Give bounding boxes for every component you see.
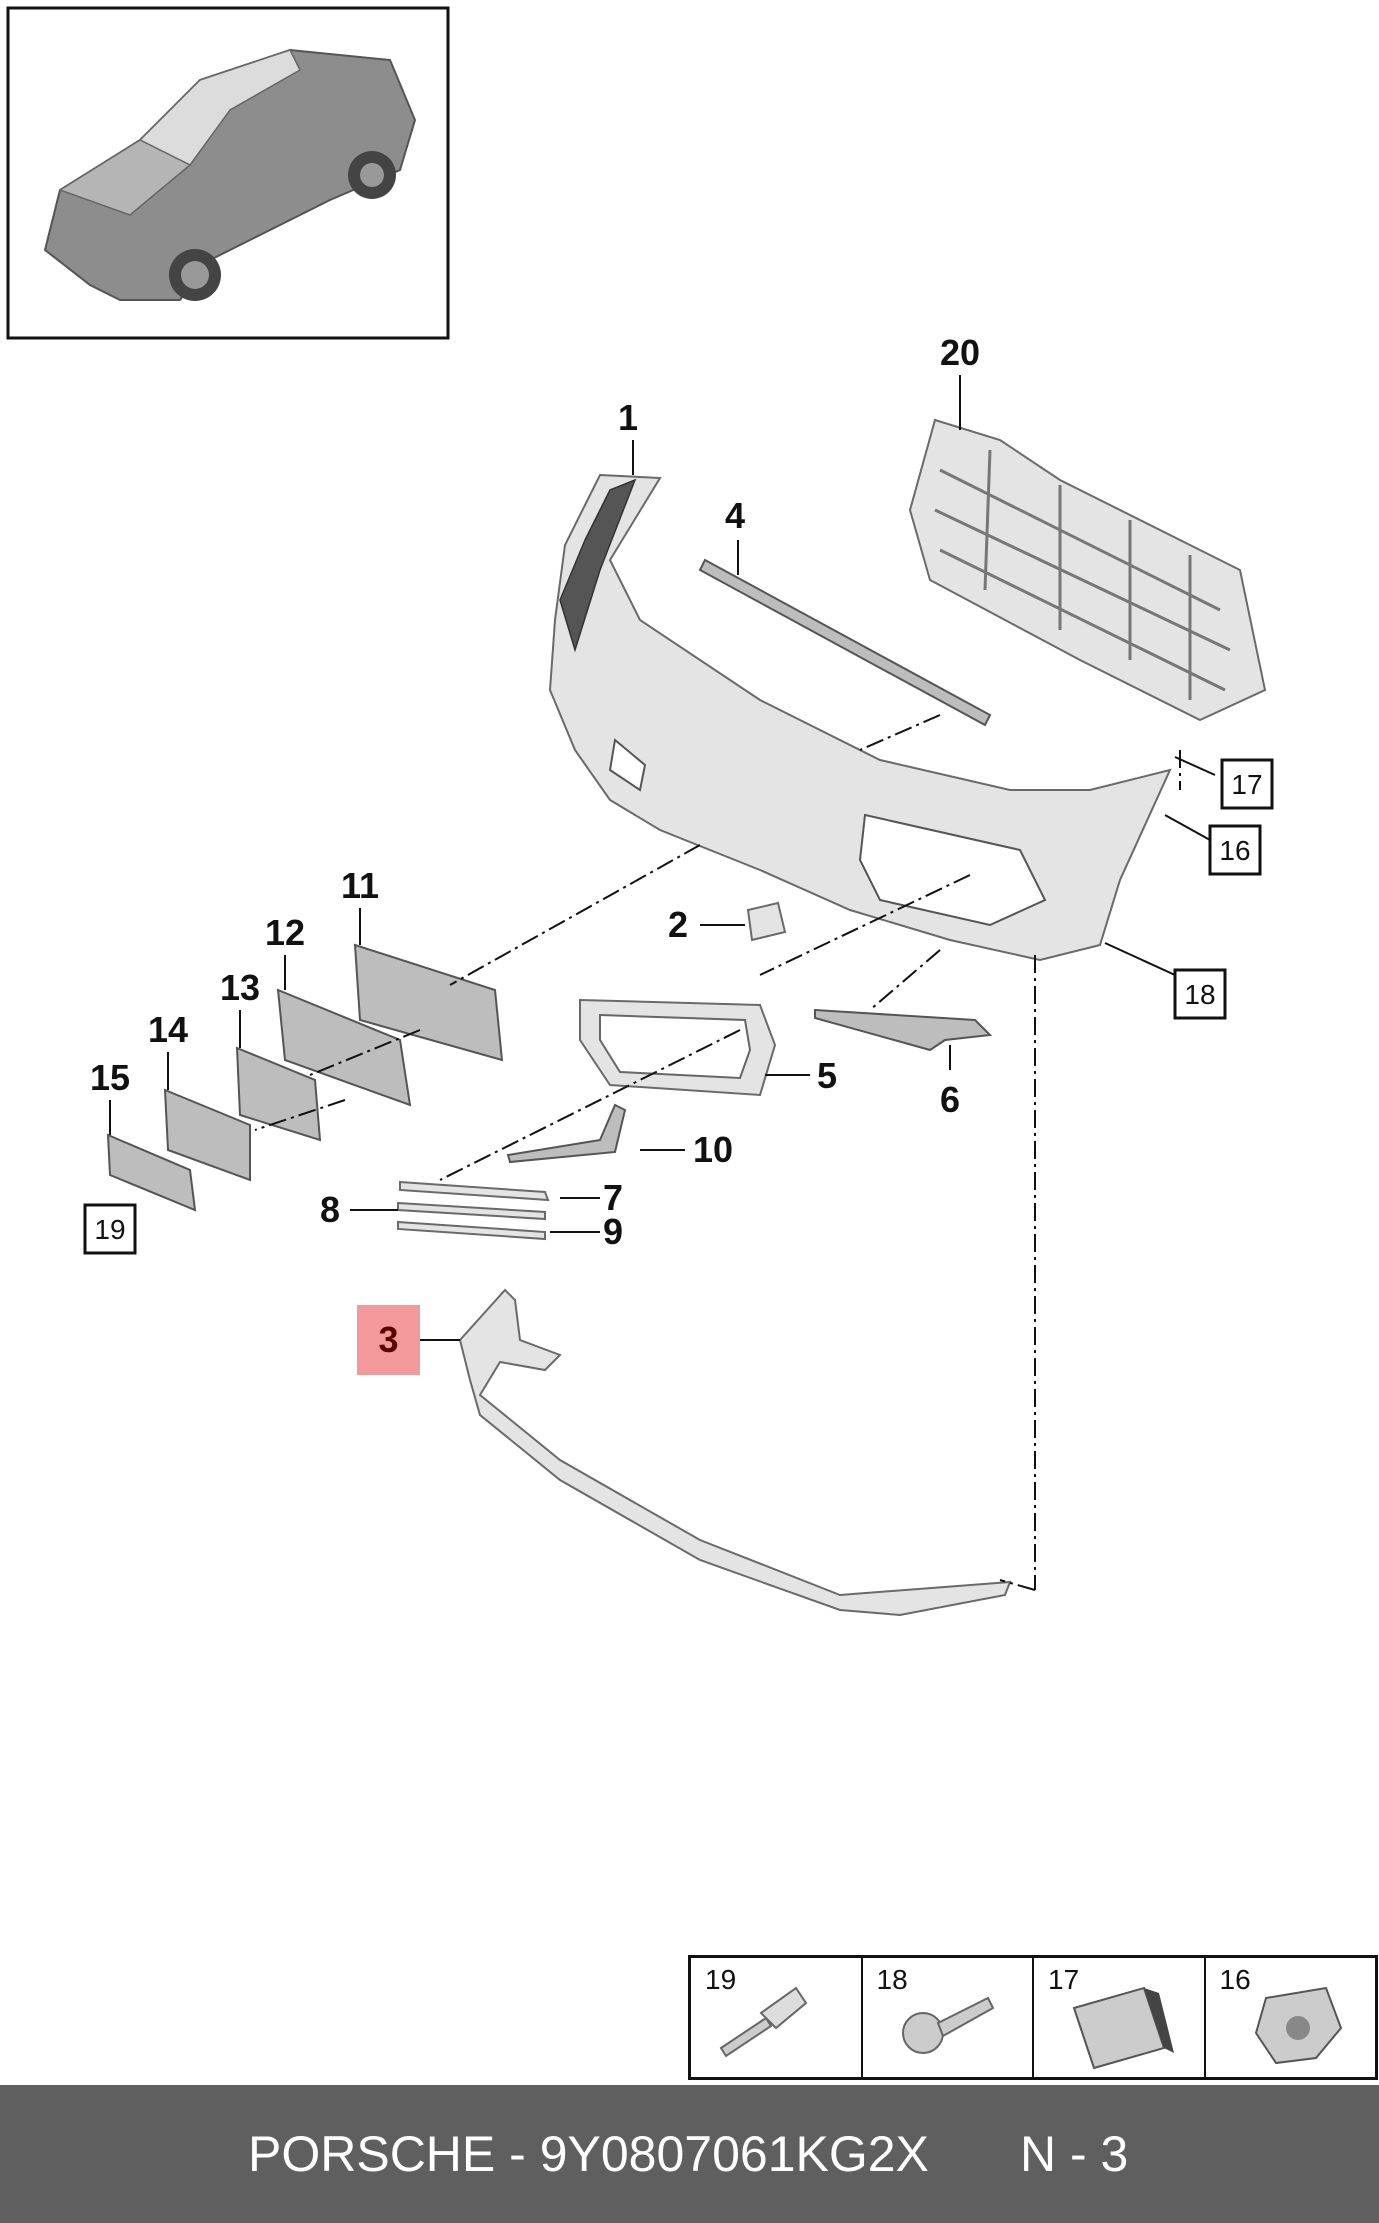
- callout-10: 10: [693, 1129, 733, 1170]
- callout-6: 6: [940, 1079, 960, 1120]
- callout-5: 5: [817, 1055, 837, 1096]
- nut-clip-icon: [1254, 1986, 1342, 2065]
- highlighted-callout-label: 3: [378, 1319, 399, 1360]
- footer-title: PORSCHE - 9Y0807061KG2X: [248, 2126, 929, 2182]
- svg-text:18: 18: [1184, 979, 1215, 1010]
- vehicle-thumbnail: [6, 6, 450, 340]
- license-plate-brackets: [106, 943, 504, 1212]
- fog-light-frame-part: [579, 998, 777, 1097]
- fastener-legend: 19 18 17 16: [688, 1955, 1378, 2080]
- ref-box-18: 18: [1173, 968, 1227, 1020]
- bolt-icon: [901, 1996, 994, 2054]
- callout-14: 14: [148, 1009, 188, 1050]
- legend-item-17: 17: [1034, 1958, 1206, 2077]
- svg-text:17: 17: [1231, 769, 1262, 800]
- callout-15: 15: [90, 1057, 130, 1098]
- callout-20: 20: [940, 332, 980, 373]
- callout-8: 8: [320, 1189, 340, 1230]
- side-trim-part: [814, 1008, 993, 1052]
- assembly-lines: [254, 714, 1181, 1591]
- callout-2: 2: [668, 904, 688, 945]
- lower-spoiler-part: [458, 1288, 1012, 1617]
- legend-item-19: 19: [691, 1958, 863, 2077]
- small-cap-part: [746, 901, 787, 942]
- callout-11: 11: [341, 865, 379, 906]
- callout-13: 13: [220, 967, 260, 1008]
- highlighted-callout-3[interactable]: 3: [357, 1305, 420, 1375]
- leader-lines: [109, 375, 1216, 1341]
- svg-text:19: 19: [94, 1214, 125, 1245]
- push-rivet-icon: [719, 1986, 808, 2058]
- callout-9: 9: [603, 1211, 623, 1252]
- clip-icon: [1072, 1986, 1174, 2070]
- legend-item-18: 18: [863, 1958, 1034, 2077]
- callout-12: 12: [265, 912, 305, 953]
- ref-box-16: 16: [1208, 824, 1262, 876]
- curved-trim-part: [506, 1103, 627, 1164]
- ref-box-19: 19: [83, 1203, 137, 1255]
- svg-text:16: 16: [1219, 835, 1250, 866]
- upper-strip-part: [698, 558, 992, 727]
- ref-box-17: 17: [1220, 758, 1274, 810]
- callout-4: 4: [725, 495, 745, 536]
- grille-frame-part: [908, 418, 1267, 722]
- legend-item-16: 16: [1206, 1958, 1376, 2077]
- callout-7: 7: [603, 1177, 623, 1218]
- bumper-cover-part: [548, 473, 1172, 962]
- footer-bar: PORSCHE - 9Y0807061KG2X N - 3: [0, 2085, 1379, 2223]
- trim-strips-part: [397, 1180, 550, 1241]
- callout-1: 1: [618, 397, 638, 438]
- footer-page: N - 3: [1020, 2126, 1129, 2182]
